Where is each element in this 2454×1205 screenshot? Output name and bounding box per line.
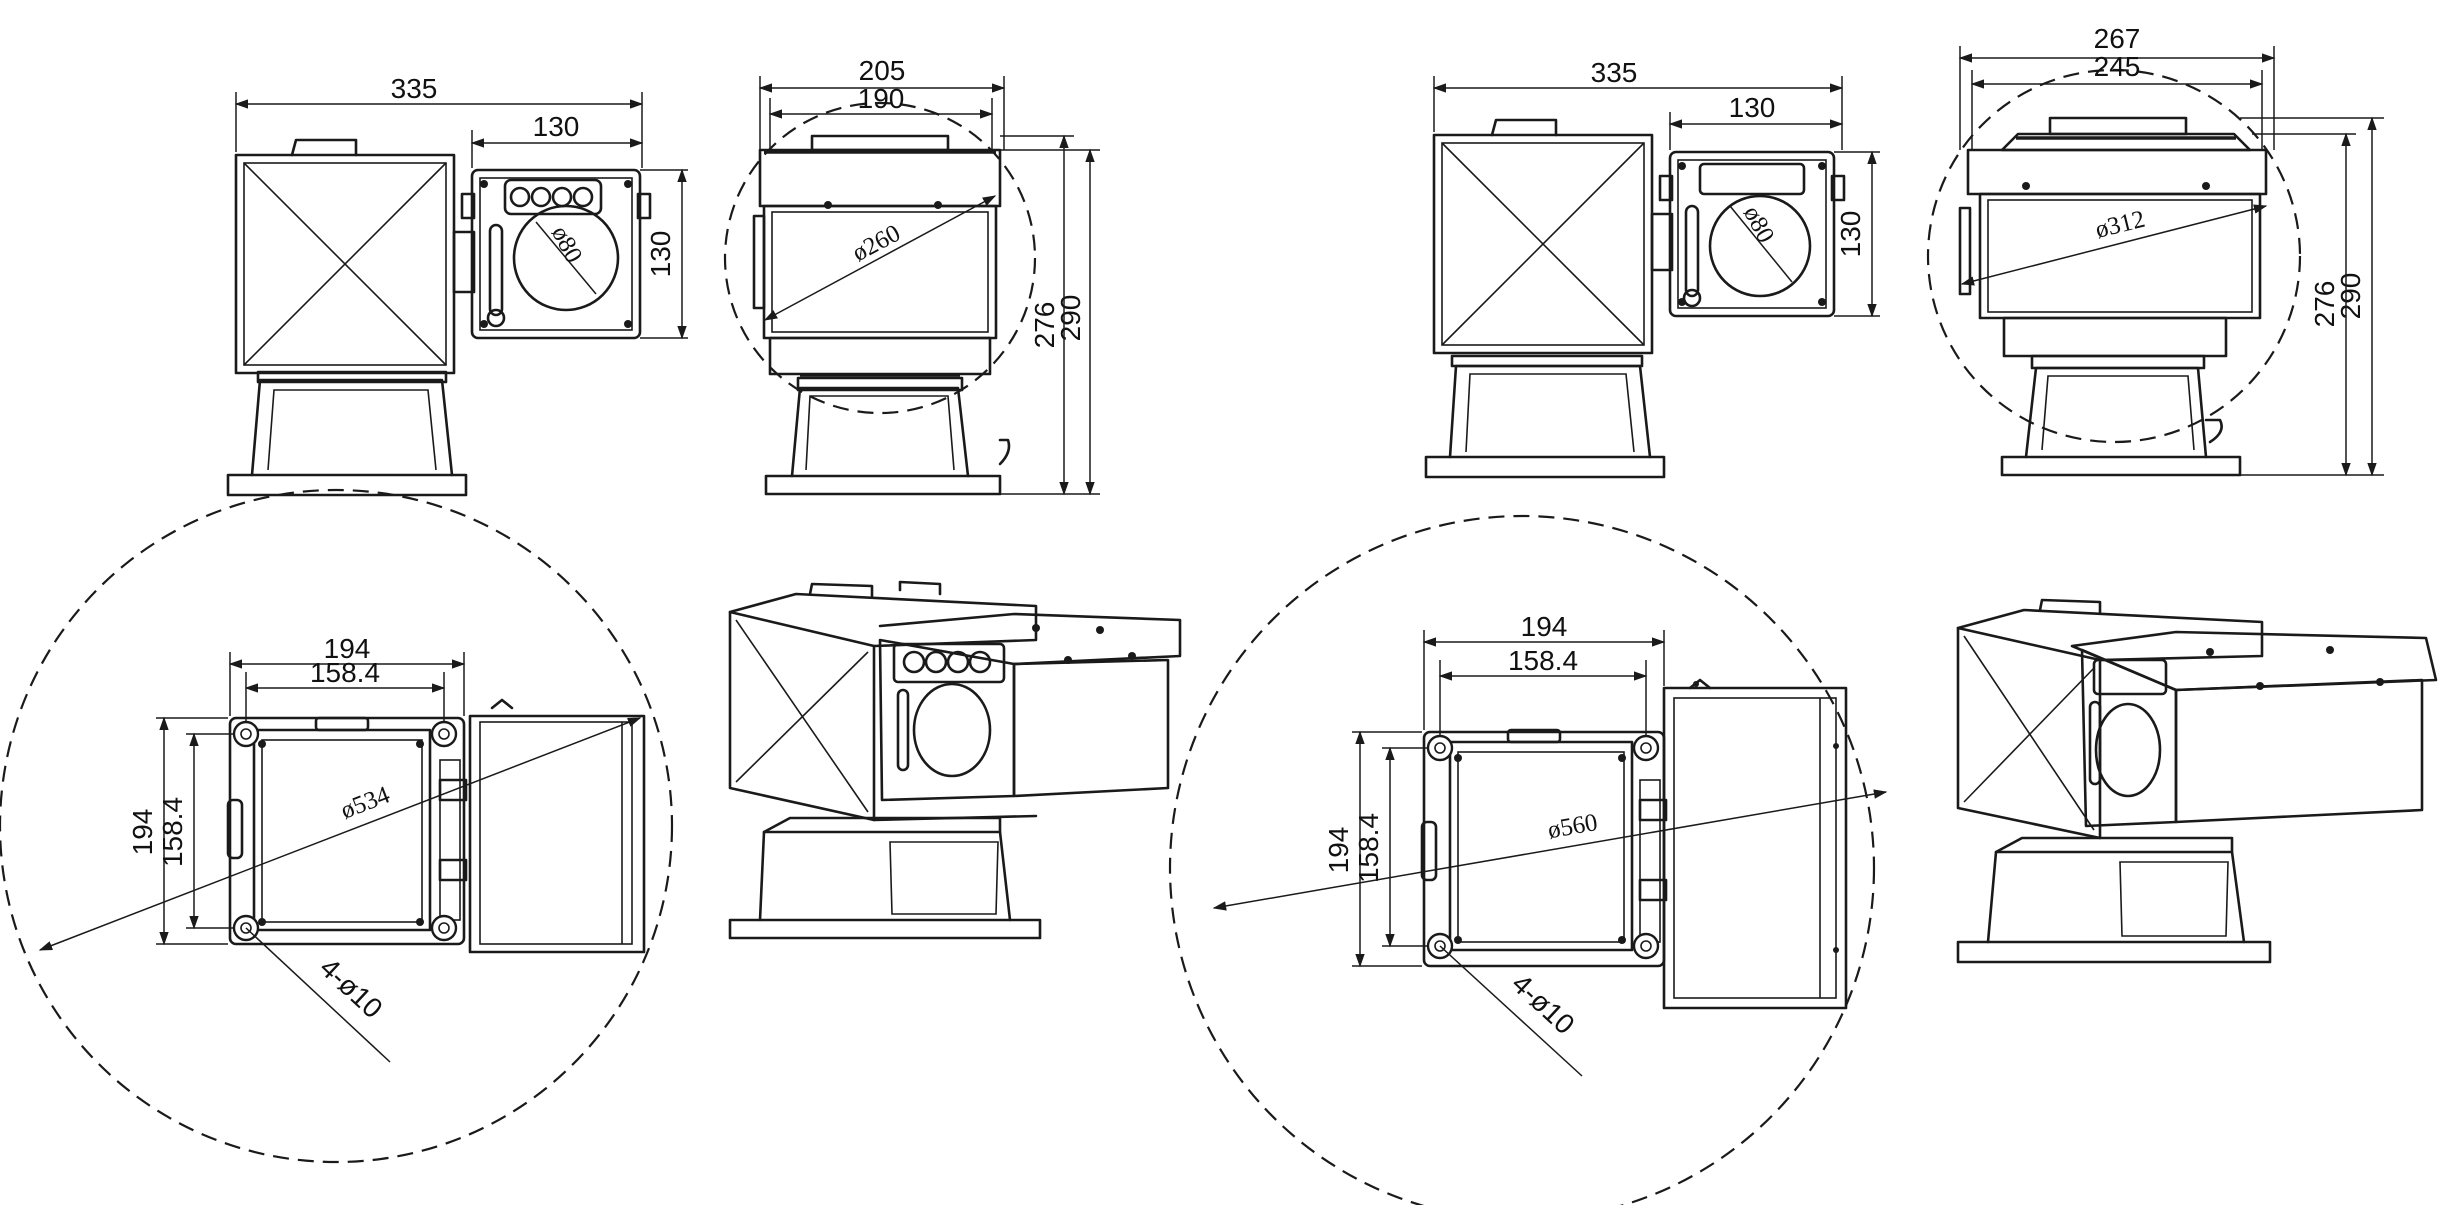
model-b-side-view: 267 245 290 276 ø312	[1926, 23, 2384, 477]
dim-b-side-height-inner: 276	[2309, 281, 2340, 328]
model-a-isometric	[728, 580, 1182, 940]
dim-b-top-plate-width: 194	[1521, 611, 1568, 642]
model-b-front-view: 335 130 130 ø80	[1424, 57, 1880, 479]
dim-a-top-hole-spacing-h: 158.4	[157, 797, 188, 867]
dim-a-side-width-outer: 205	[859, 55, 906, 86]
dim-a-top-hole-spacing-w: 158.4	[310, 657, 380, 688]
dim-b-top-hole-spacing-w: 158.4	[1508, 645, 1578, 676]
model-b-top-view: 194 158.4 194 158.4 ø560 4-ø10	[1169, 515, 1888, 1205]
model-a-side-view: 205 190 290 276 ø260	[723, 55, 1100, 496]
dim-b-top-sweep-dia: ø560	[1546, 809, 1600, 844]
dim-b-top-hole-spacing-h: 158.4	[1353, 813, 1384, 883]
dim-a-side-width-inner: 190	[858, 83, 905, 114]
dim-a-window-dia: ø80	[546, 222, 587, 268]
dim-a-top-sweep-dia: ø534	[337, 781, 394, 824]
dim-a-side-height-inner: 276	[1029, 302, 1060, 349]
dim-b-front-width: 335	[1591, 57, 1638, 88]
dim-b-window-dia: ø80	[1738, 202, 1779, 248]
model-a-front-view: 335 130 130 ø80	[226, 73, 688, 497]
model-a-top-view: 194 158.4 194 158.4 ø534 4-ø10	[0, 489, 673, 1163]
dim-b-side-width-inner: 245	[2094, 51, 2141, 82]
dim-a-front-width: 335	[391, 73, 438, 104]
dim-b-camera-width: 130	[1729, 92, 1776, 123]
dim-a-top-plate-width: 194	[324, 633, 371, 664]
dim-b-top-plate-height: 194	[1323, 827, 1354, 874]
dim-a-camera-width: 130	[533, 111, 580, 142]
model-b-isometric	[1956, 598, 2438, 964]
dim-a-camera-height: 130	[645, 231, 676, 278]
dim-b-camera-height: 130	[1835, 211, 1866, 258]
dim-b-side-width-outer: 267	[2094, 23, 2141, 54]
dim-b-top-holes: 4-ø10	[1506, 968, 1581, 1041]
dim-a-top-holes: 4-ø10	[314, 952, 389, 1025]
dim-a-top-plate-height: 194	[127, 809, 158, 856]
